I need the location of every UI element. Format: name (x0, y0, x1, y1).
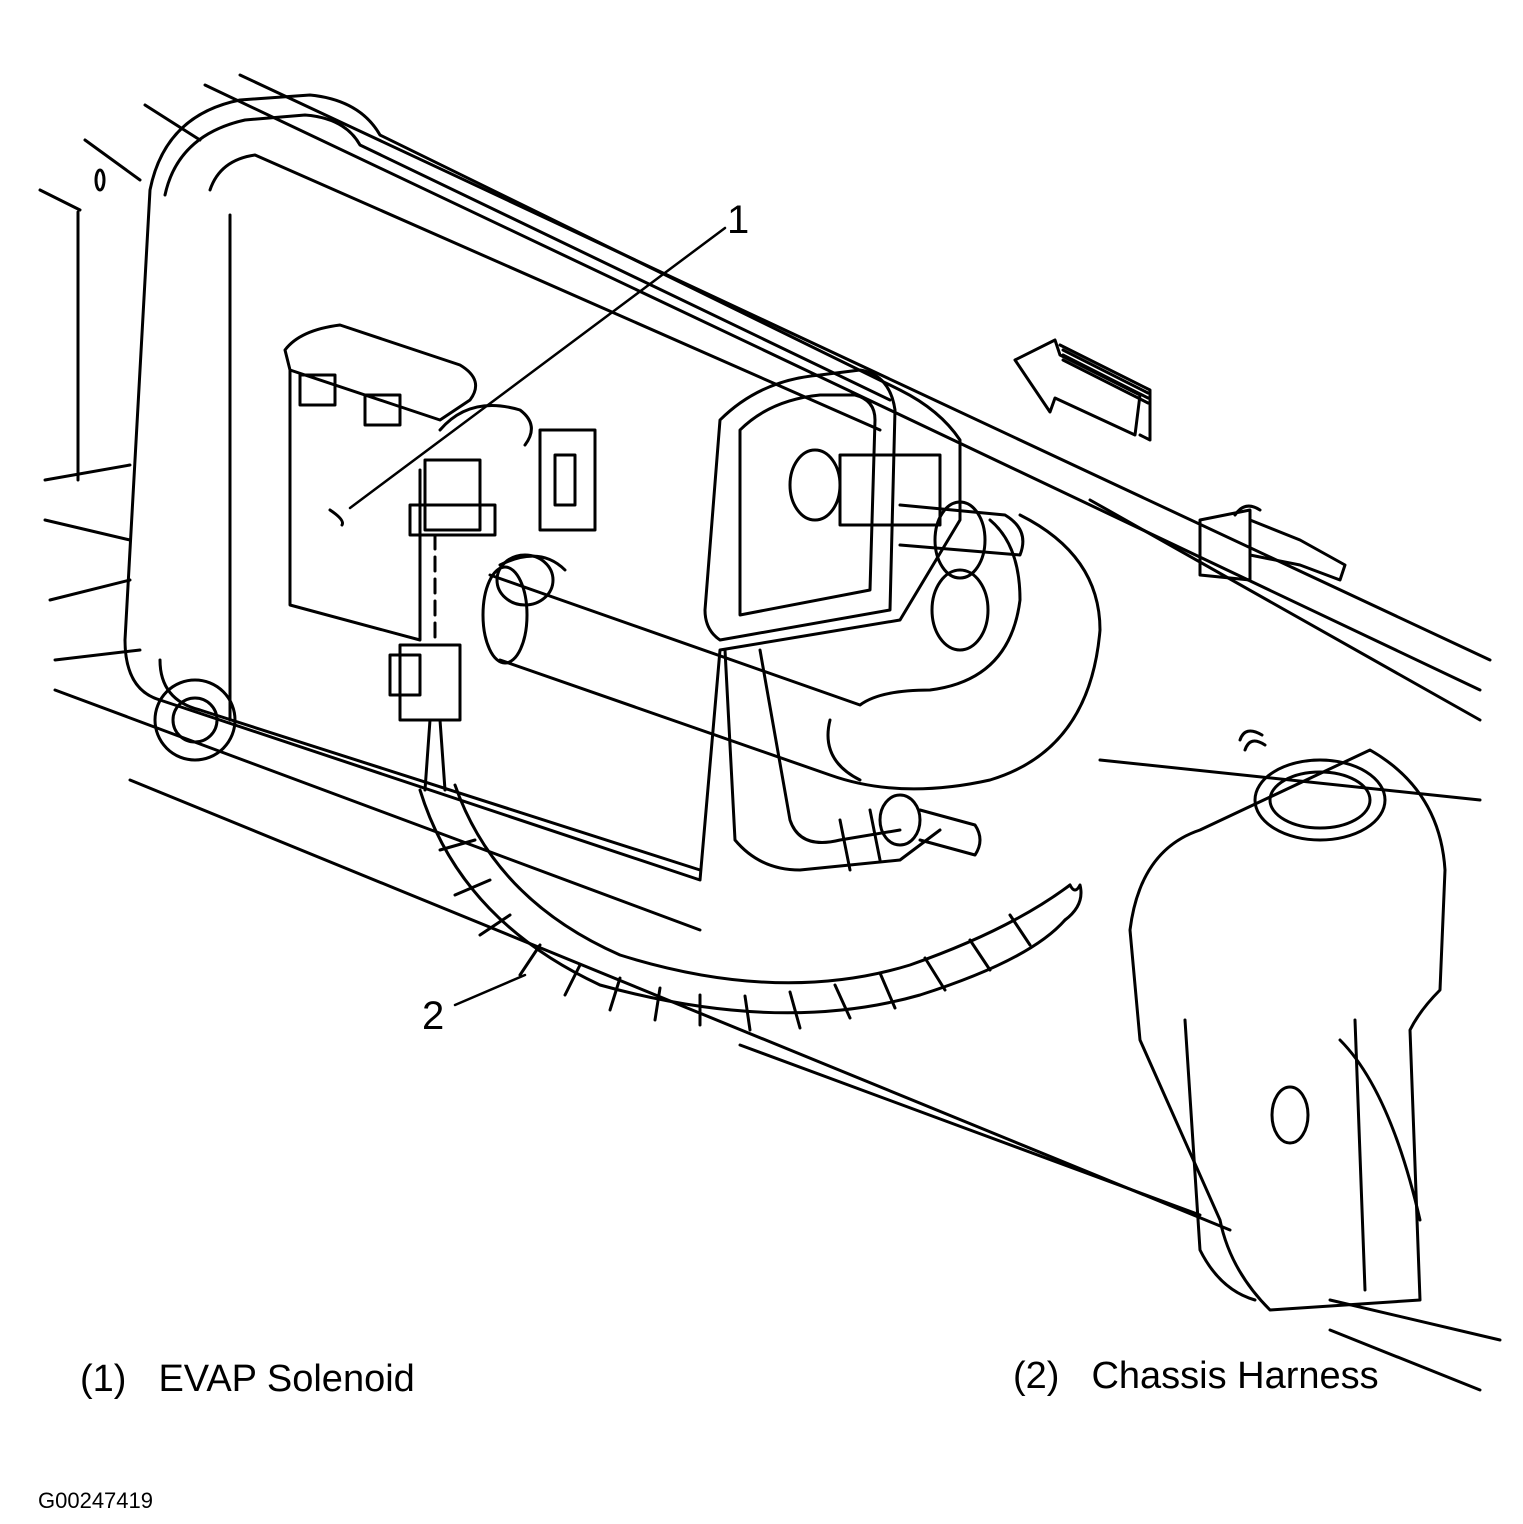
evap-canister (94, 93, 962, 882)
rail-clip (1198, 504, 1347, 752)
chassis-harness (418, 783, 1083, 1032)
legend-label: EVAP Solenoid (158, 1358, 415, 1400)
crossmember-bracket (1128, 748, 1447, 1312)
leader-lines (348, 226, 727, 1007)
legend-number: (2) (1013, 1355, 1060, 1397)
purge-valve-housing (723, 648, 982, 872)
vapor-hose (481, 448, 1102, 791)
callout-number-2: 2 (422, 994, 445, 1038)
callout-number-1: 1 (727, 198, 750, 242)
figure-id: G00247419 (38, 1488, 153, 1513)
legend-number: (1) (80, 1358, 127, 1400)
evap-solenoid (283, 323, 597, 792)
legend-item-evap-solenoid: (1) EVAP Solenoid (80, 1360, 415, 1398)
legend-item-chassis-harness: (2) Chassis Harness (1013, 1357, 1379, 1395)
forward-arrow-icon (1013, 338, 1152, 442)
legend-label: Chassis Harness (1091, 1355, 1379, 1397)
